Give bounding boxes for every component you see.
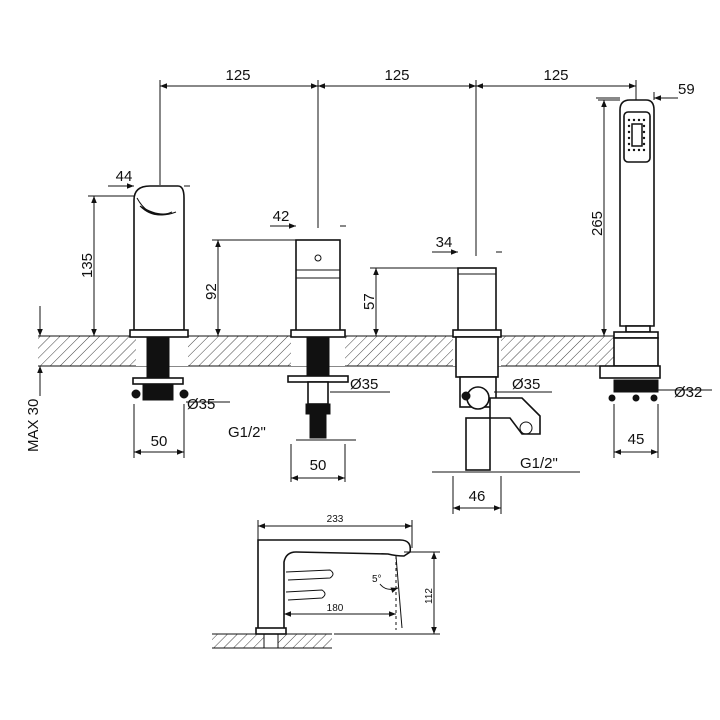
- shower-flange-width-label: 45: [628, 431, 645, 448]
- spout-width-label: 44: [116, 168, 133, 185]
- hand-shower: 59 265 Ø32 45: [589, 81, 712, 458]
- spout-base-diameter-label: Ø35: [187, 396, 215, 413]
- handle-2-height-label: 57: [361, 293, 378, 310]
- deck-thickness-dimension: MAX 30: [25, 306, 43, 452]
- handle-1: 42 92 Ø35 G1/2" 50: [203, 208, 390, 482]
- deck-thickness-label: MAX 30: [25, 399, 42, 452]
- handle-1-width-label: 42: [273, 208, 290, 225]
- thread-left-label: G1/2": [228, 424, 266, 441]
- handle-2: 34 57 Ø35 G1/2" 46: [361, 234, 580, 514]
- spacing-3-label: 125: [543, 67, 568, 84]
- shower-height-label: 265: [589, 211, 606, 236]
- handle-1-base-diameter-label: Ø35: [350, 376, 378, 393]
- spout-height-label: 135: [79, 253, 96, 278]
- handle-1-height-label: 92: [203, 283, 220, 300]
- spacing-dimensions: 125 125 125: [159, 67, 637, 256]
- spout: 44 135 Ø35 50: [79, 168, 230, 458]
- deck: [38, 335, 658, 367]
- side-reach-label: 180: [327, 603, 344, 614]
- handle-2-base-diameter-label: Ø35: [512, 376, 540, 393]
- spacing-1-label: 125: [225, 67, 250, 84]
- side-length-label: 233: [327, 514, 344, 525]
- side-height-label: 112: [424, 588, 435, 604]
- shower-head-face: [623, 111, 651, 163]
- shower-base-diameter-label: Ø32: [674, 384, 702, 401]
- shower-nozzles: [627, 118, 646, 152]
- side-angle-label: 5°: [372, 574, 382, 585]
- handle-1-flange-width-label: 50: [310, 457, 327, 474]
- handle-2-flange-width-label: 46: [469, 488, 486, 505]
- handle-2-width-label: 34: [436, 234, 453, 251]
- spacing-2-label: 125: [384, 67, 409, 84]
- side-view: 233 180 5° 112: [212, 514, 440, 649]
- thread-right-label: G1/2": [520, 455, 558, 472]
- shower-head-width-label: 59: [678, 81, 695, 98]
- spout-flange-width-label: 50: [151, 433, 168, 450]
